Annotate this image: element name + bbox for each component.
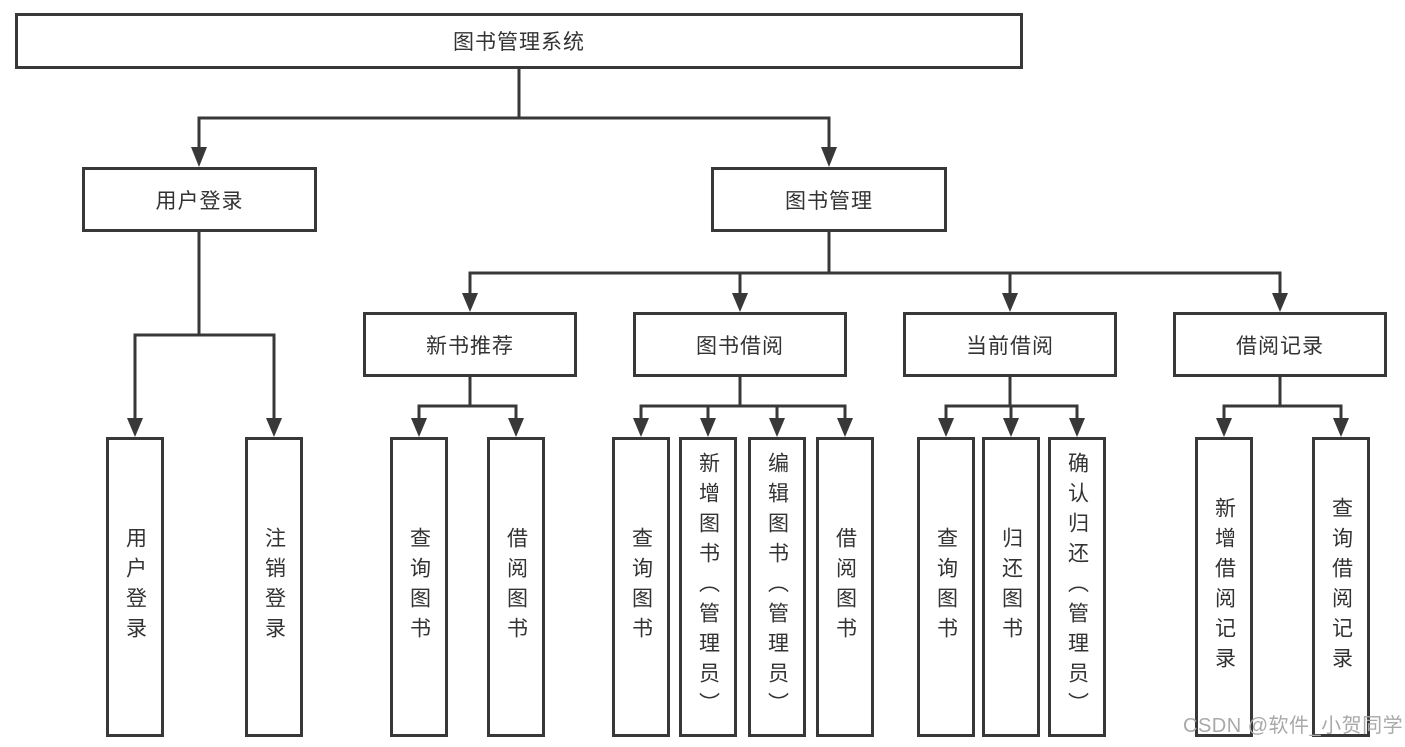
node-book-management: 图书管理 <box>711 167 947 232</box>
leaf-confirm-return-admin: 确认归还（管理员） <box>1048 437 1106 737</box>
leaf-label: 查询图书 <box>407 527 431 647</box>
node-label: 当前借阅 <box>966 334 1054 358</box>
node-label: 借阅记录 <box>1236 334 1324 358</box>
node-book-borrowing: 图书借阅 <box>633 312 847 377</box>
leaf-borrow-books: 借阅图书 <box>816 437 874 737</box>
leaf-label: 编辑图书（管理员） <box>765 452 789 722</box>
node-label: 图书管理系统 <box>453 31 585 54</box>
leaf-label: 新增图书（管理员） <box>696 452 720 722</box>
node-new-book-recommend: 新书推荐 <box>363 312 577 377</box>
leaf-label: 注销登录 <box>262 527 286 647</box>
leaf-query-books-recommend: 查询图书 <box>390 437 448 737</box>
node-library-management-system: 图书管理系统 <box>15 13 1023 69</box>
node-borrowing-records: 借阅记录 <box>1173 312 1387 377</box>
node-user-login: 用户登录 <box>82 167 317 232</box>
leaf-add-borrow-record: 新增借阅记录 <box>1195 437 1253 737</box>
leaf-add-books-admin: 新增图书（管理员） <box>679 437 737 737</box>
csdn-watermark: CSDN @软件_小贺同学 <box>1183 715 1404 737</box>
leaf-label: 查询图书 <box>934 527 958 647</box>
leaf-borrow-books-recommend: 借阅图书 <box>487 437 545 737</box>
leaf-label: 查询图书 <box>629 527 653 647</box>
leaf-query-books-current: 查询图书 <box>917 437 975 737</box>
node-current-borrowing: 当前借阅 <box>903 312 1117 377</box>
leaf-user-login: 用户登录 <box>106 437 164 737</box>
leaf-edit-books-admin: 编辑图书（管理员） <box>748 437 806 737</box>
leaf-logout: 注销登录 <box>245 437 303 737</box>
leaf-label: 借阅图书 <box>504 527 528 647</box>
leaf-label: 借阅图书 <box>833 527 857 647</box>
leaf-label: 用户登录 <box>123 527 147 647</box>
leaf-query-borrow-record: 查询借阅记录 <box>1312 437 1370 737</box>
node-label: 图书借阅 <box>696 334 784 358</box>
leaf-label: 新增借阅记录 <box>1212 497 1236 677</box>
leaf-return-books: 归还图书 <box>982 437 1040 737</box>
leaf-label: 确认归还（管理员） <box>1065 452 1089 722</box>
leaf-label: 归还图书 <box>999 527 1023 647</box>
leaf-query-books-borrow: 查询图书 <box>612 437 670 737</box>
leaf-label: 查询借阅记录 <box>1329 497 1353 677</box>
node-label: 图书管理 <box>785 189 873 213</box>
node-label: 用户登录 <box>155 189 244 213</box>
node-label: 新书推荐 <box>426 334 514 358</box>
